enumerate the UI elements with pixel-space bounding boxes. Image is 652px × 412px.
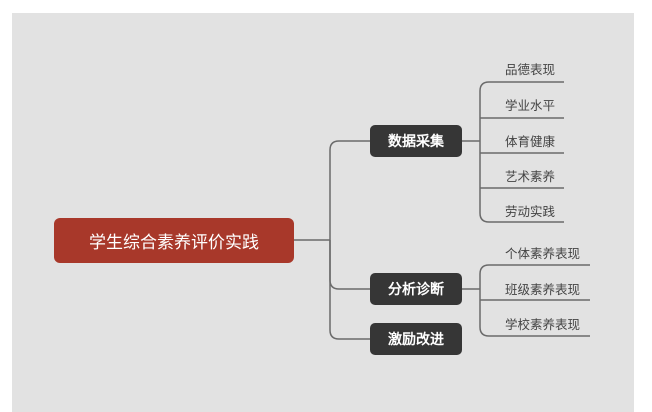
root-label: 学生综合素养评价实践 [89, 233, 259, 253]
leaf-node[interactable]: 学校素养表现 [505, 317, 581, 332]
trunk-branch-0 [329, 140, 340, 240]
leaf-node[interactable]: 个体素养表现 [505, 246, 581, 261]
leaf-node[interactable]: 学业水平 [505, 98, 556, 113]
leaf-node[interactable]: 劳动实践 [505, 204, 556, 219]
branch-label: 分析诊断 [388, 282, 444, 298]
leaf-node[interactable]: 艺术素养 [505, 169, 556, 184]
leaf-node[interactable]: 品德表现 [505, 62, 556, 77]
leaf-node[interactable]: 班级素养表现 [505, 282, 581, 297]
branch-node-analysis[interactable]: 分析诊断 [370, 273, 462, 305]
trunk-branch-2 [329, 240, 370, 340]
leaf-node[interactable]: 体育健康 [505, 134, 556, 149]
connector-lines [294, 81, 590, 340]
branch-node-data-collection[interactable]: 数据采集 [370, 125, 462, 157]
branch-node-incentive[interactable]: 激励改进 [370, 323, 462, 355]
mindmap-canvas: 学生综合素养评价实践 数据采集 分析诊断 激励改进 品德表现 学业水平 体育健康… [12, 13, 634, 412]
root-node[interactable]: 学生综合素养评价实践 [54, 218, 294, 263]
branch-label: 激励改进 [388, 332, 444, 348]
branch-0-spine [479, 81, 490, 223]
branch-label: 数据采集 [388, 134, 444, 150]
link-branch-1 [329, 240, 370, 290]
